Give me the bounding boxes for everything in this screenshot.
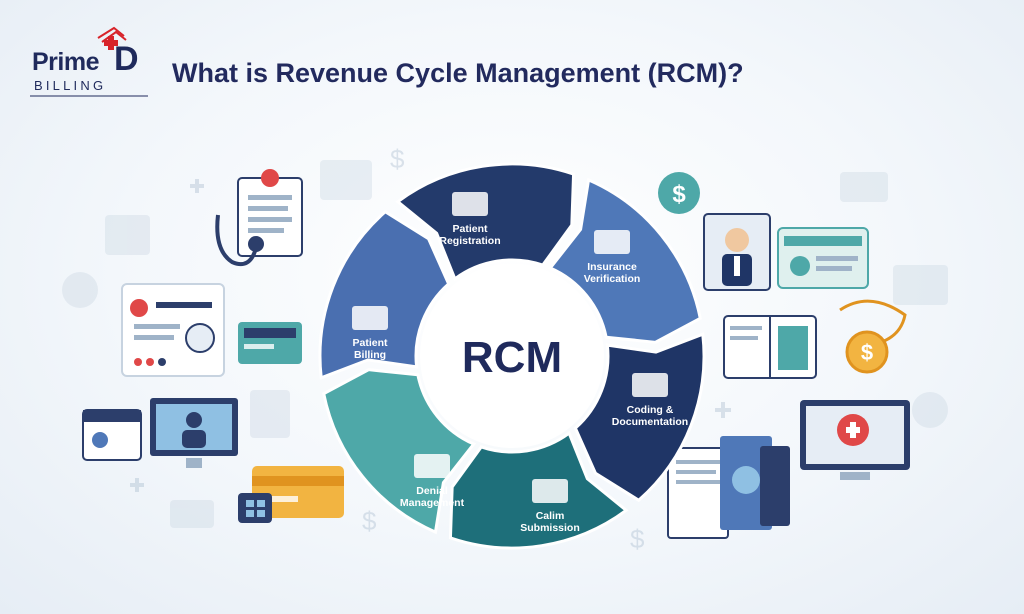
patient-billing-icon (352, 306, 388, 330)
ring-segment-coding-documentation (573, 332, 706, 503)
claim-submission-icon (532, 479, 568, 503)
logo-cross-icon (97, 26, 127, 50)
logo-prime-text: Prime (32, 48, 99, 76)
documents-stack-icon (667, 436, 790, 539)
insurance-verification-label-line2: Verification (584, 273, 641, 285)
rcm-center-circle (420, 264, 604, 448)
dollar-icon: $ (390, 144, 405, 174)
svg-text:$: $ (861, 340, 873, 365)
patient-id-card-icon (777, 227, 869, 289)
coding-documentation-label-line1: Coding & (627, 404, 674, 416)
denial-management-label-line2: Management (400, 497, 465, 509)
plus-icon (190, 179, 204, 193)
wallet-icon (170, 500, 214, 528)
book-icon (320, 160, 372, 200)
stethoscope-icon (215, 214, 264, 267)
ring-segment-insurance-verification (547, 177, 702, 344)
ring-segment-patient-billing (318, 209, 451, 380)
plus-icon (130, 478, 144, 492)
coding-documentation-label-line2: Documentation (612, 416, 688, 428)
rcm-ring (318, 162, 706, 550)
patient-billing-label-line1: Patient (352, 337, 388, 349)
company-logo: Prime D BILLING (28, 26, 148, 102)
claim-submission-label-line2: Submission (520, 522, 580, 534)
document-icon (893, 265, 948, 305)
insurance-card-icon (238, 322, 302, 364)
medical-record-icon (121, 283, 225, 377)
insurance-verification-icon (594, 230, 630, 254)
coin-necklace-icon: $ (839, 299, 907, 374)
svg-text:$: $ (672, 181, 686, 208)
video-consultation-icon (150, 398, 238, 468)
stethoscope-icon (912, 392, 948, 428)
building-icon (250, 390, 290, 438)
denial-management-icon (414, 454, 450, 478)
logo-billing-text: BILLING (34, 78, 107, 93)
ring-segment-denial-management (322, 368, 477, 535)
book-icon (105, 215, 150, 255)
patient-registration-label-line1: Patient (452, 223, 488, 235)
plus-icon (715, 402, 731, 418)
insurance-verification-label-line1: Insurance (587, 261, 637, 273)
ring-segment-patient-registration (395, 162, 576, 282)
credit-card-icon (252, 466, 344, 518)
stage-labels: PatientRegistrationInsuranceVerification… (352, 192, 688, 534)
medical-book-icon (723, 315, 817, 379)
card-icon (840, 172, 888, 202)
doctor-portrait-icon (703, 213, 771, 291)
rcm-center-label: RCM (462, 333, 562, 382)
claim-submission-label-line1: Calim (536, 510, 565, 522)
logo-tagline-line (30, 95, 148, 97)
page-title: What is Revenue Cycle Management (RCM)? (172, 58, 744, 88)
patient-registration-icon (452, 192, 488, 216)
dollar-icon: $ (362, 506, 377, 536)
patient-registration-label-line2: Registration (439, 235, 500, 247)
dollar-icon: $ (630, 524, 645, 554)
logo-d-text: D (114, 40, 139, 78)
monitor-medical-icon (800, 400, 910, 480)
chip-icon (238, 493, 272, 523)
doctor-avatar-icon (62, 272, 98, 308)
coding-documentation-icon (632, 373, 668, 397)
patient-billing-label-line2: Billing (354, 349, 386, 361)
dollar-coin-icon: $ (658, 172, 700, 214)
clipboard-icon (237, 169, 303, 257)
background-decorations: $ $ $ (62, 144, 948, 554)
id-card-icon (82, 409, 142, 461)
denial-management-label-line1: Denial (416, 485, 448, 497)
